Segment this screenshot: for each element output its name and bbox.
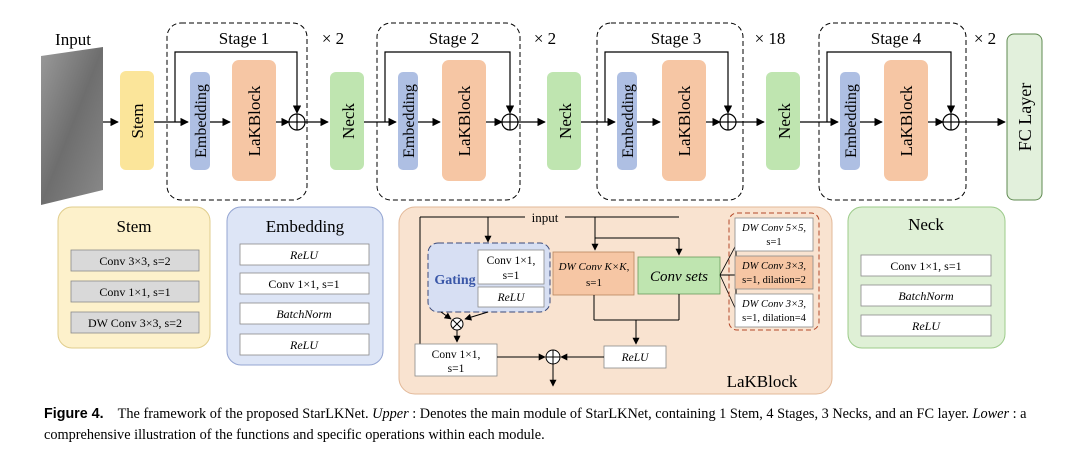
out-conv-line2: s=1: [448, 363, 465, 375]
stem-panel: Stem Conv 3×3, s=2 Conv 1×1, s=1 DW Conv…: [57, 206, 211, 349]
conv-sets-label: Conv sets: [650, 269, 708, 285]
fc-layer-label: FC Layer: [1015, 83, 1035, 151]
neck-block-3: [766, 72, 800, 170]
conv-set-2-line1: DW Conv 3×3,: [741, 261, 806, 272]
gating-conv-line1: Conv 1×1,: [487, 255, 536, 267]
stem-block-label: Stem: [128, 104, 147, 139]
stage-1-embedding: [190, 72, 210, 170]
stage-3: Stage 3 × 18 Embedding LaKBlock: [596, 22, 786, 201]
embedding-panel: Embedding ReLU Conv 1×1, s=1 BatchNorm R…: [226, 206, 384, 366]
embedding-op-3: BatchNorm: [276, 307, 332, 321]
caption-label: Figure 4.: [44, 406, 104, 422]
neck-block-2: [547, 72, 581, 170]
neck-op-2: BatchNorm: [898, 289, 954, 303]
gating-relu: ReLU: [497, 292, 526, 304]
stage-4-embedding: [840, 72, 860, 170]
stage-1-lakblock-label: LaKBlock: [245, 85, 264, 156]
neck-panel: Neck Conv 1×1, s=1 BatchNorm ReLU: [847, 206, 1006, 349]
stage-2-repeat: × 2: [534, 29, 556, 48]
stage-1-embedding-label: Embedding: [193, 84, 210, 158]
caption-text-2: : Denotes the main module of StarLKNet, …: [412, 406, 969, 422]
caption-text-3: : a comprehensive illustration of the fu…: [44, 406, 1027, 443]
neck-op-1: Conv 1×1, s=1: [890, 259, 961, 273]
stage-3-repeat: × 18: [755, 29, 786, 48]
input-image: [41, 47, 103, 205]
dw-conv-line2: s=1: [586, 277, 602, 289]
conv-set-1-line2: s=1: [766, 237, 781, 248]
embedding-op-4: ReLU: [289, 338, 319, 352]
stem-op-2: Conv 1×1, s=1: [99, 285, 170, 299]
stage-3-lakblock: [662, 60, 706, 181]
caption-upper-word: Upper: [372, 406, 409, 422]
neck-panel-title: Neck: [908, 215, 944, 234]
conv-sets-block: [637, 256, 721, 295]
neck-op-3: ReLU: [911, 319, 941, 333]
relu-node: ReLU: [621, 352, 650, 364]
stem-block: [120, 71, 154, 170]
stem-panel-title: Stem: [117, 217, 152, 236]
gating-label: Gating: [434, 273, 475, 288]
embedding-panel-title: Embedding: [266, 217, 345, 236]
stage-3-embedding-label: Embedding: [620, 84, 637, 158]
neck-block-3-label: Neck: [775, 103, 794, 139]
out-conv-line1: Conv 1×1,: [432, 349, 481, 361]
stage-3-title: Stage 3: [651, 29, 702, 48]
stage-2: Stage 2 × 2 Embedding LaKBlock: [376, 22, 556, 201]
stage-1: Stage 1 × 2 Embedding LaKBlock: [166, 22, 344, 201]
stem-op-3: DW Conv 3×3, s=2: [88, 316, 182, 330]
caption-text-1: The framework of the proposed StarLKNet.: [117, 406, 369, 422]
framework-diagram: Input Stem Stage 1 × 2 Embedding LaKBloc…: [41, 22, 1043, 395]
stage-4-title: Stage 4: [871, 29, 922, 48]
dw-conv-line1: DW Conv K×K,: [558, 261, 630, 273]
stage-1-title: Stage 1: [219, 29, 270, 48]
stage-2-embedding: [398, 72, 418, 170]
stage-4-repeat: × 2: [974, 29, 996, 48]
embedding-op-2: Conv 1×1, s=1: [268, 277, 339, 291]
stage-4-lakblock: [884, 60, 928, 181]
conv-set-2-line2: s=1, dilation=2: [742, 275, 806, 286]
stage-2-embedding-label: Embedding: [401, 84, 418, 158]
input-label: Input: [55, 30, 91, 49]
stage-4-embedding-label: Embedding: [843, 84, 860, 158]
lakblock-panel-title: LaKBlock: [727, 372, 798, 391]
conv-set-1-line1: DW Conv 5×5,: [741, 223, 806, 234]
stage-2-lakblock: [442, 60, 486, 181]
stem-op-1: Conv 3×3, s=2: [99, 254, 170, 268]
neck-block-1-label: Neck: [339, 103, 358, 139]
lakblock-panel: LaKBlock input Gating Conv 1×1, s=1 ReLU…: [398, 206, 833, 395]
conv-set-3-line1: DW Conv 3×3,: [741, 299, 806, 310]
figure-caption: Figure 4. The framework of the proposed …: [44, 404, 1044, 446]
conv-set-3-line2: s=1, dilation=4: [742, 313, 807, 324]
stage-3-lakblock-label: LaKBlock: [675, 85, 694, 156]
caption-lower-word: Lower: [972, 406, 1010, 422]
stage-1-lakblock: [232, 60, 276, 181]
stage-4-lakblock-label: LaKBlock: [897, 85, 916, 156]
stage-1-repeat: × 2: [322, 29, 344, 48]
stage-4: Stage 4 × 2 Embedding LaKBlock: [818, 22, 996, 201]
stage-2-title: Stage 2: [429, 29, 480, 48]
stage-2-lakblock-label: LaKBlock: [455, 85, 474, 156]
neck-block-1: [330, 72, 364, 170]
embedding-op-1: ReLU: [289, 248, 319, 262]
gating-conv-line2: s=1: [503, 270, 520, 282]
dw-conv-kxk: [552, 251, 635, 296]
lakblock-input-label: input: [532, 210, 559, 225]
fc-layer-block: [1006, 33, 1043, 201]
neck-block-2-label: Neck: [556, 103, 575, 139]
stage-3-embedding: [617, 72, 637, 170]
